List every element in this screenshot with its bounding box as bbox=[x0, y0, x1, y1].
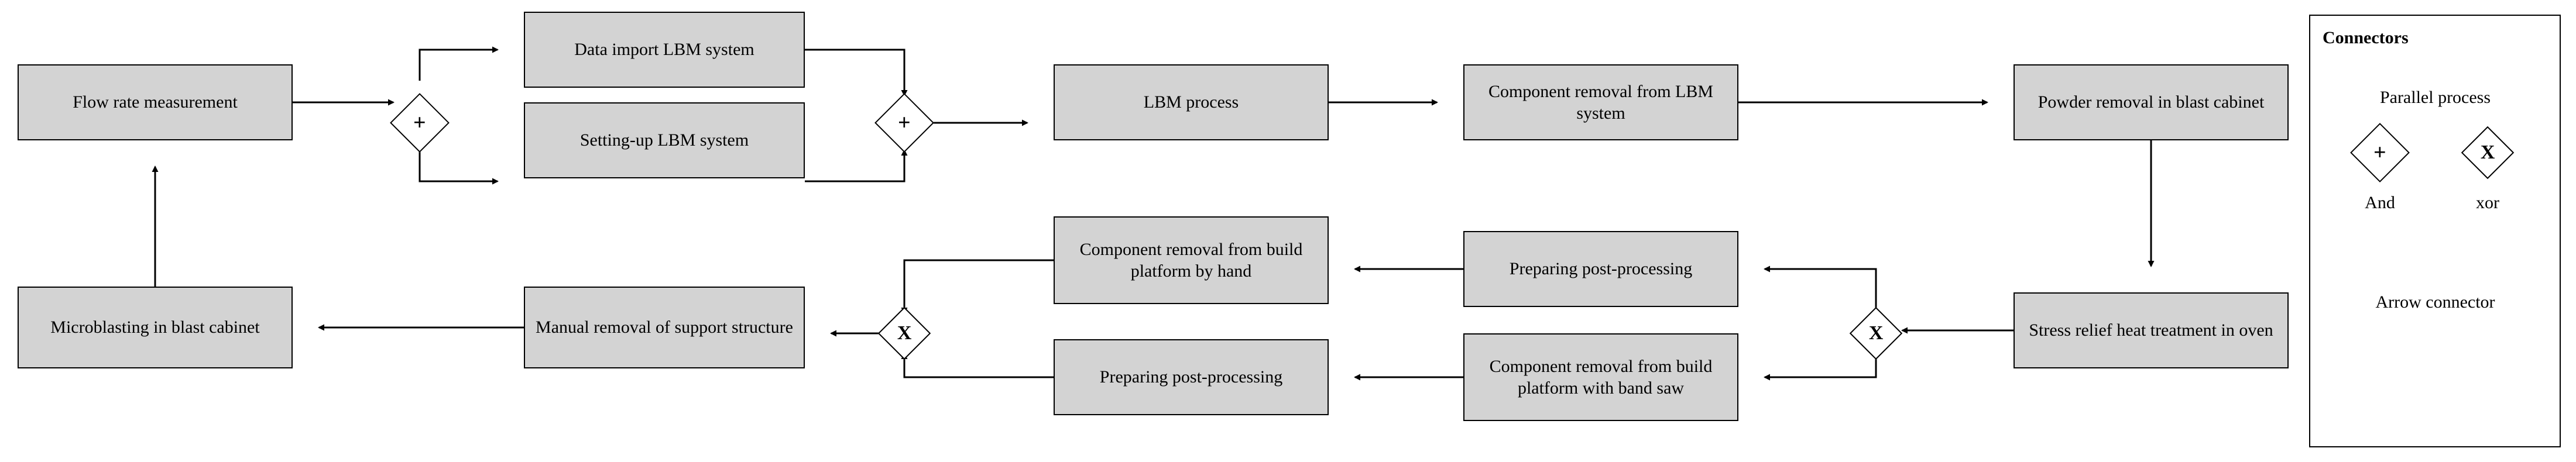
and-icon: + bbox=[2373, 140, 2386, 165]
legend-title: Connectors bbox=[2323, 28, 2409, 47]
node-label: Data import LBM system bbox=[574, 40, 754, 60]
xor-gateway-icon: X bbox=[897, 322, 912, 344]
xor-icon: X bbox=[2480, 142, 2495, 163]
edge-settingup-to-and2 bbox=[805, 149, 908, 182]
node-setting-up-lbm-system[interactable]: Setting-up LBM system bbox=[524, 102, 805, 178]
node-label: Preparing post-processing bbox=[1509, 259, 1693, 279]
legend-xor-label: xor bbox=[2476, 193, 2499, 212]
node-label: Setting-up LBM system bbox=[579, 130, 749, 150]
node-component-removal-from-build-platform-with-band-saw[interactable]: Component removal from build platform wi… bbox=[1463, 333, 1738, 421]
node-label: Preparing post-processing bbox=[1099, 367, 1283, 387]
edge-xor1-to-bandsaw bbox=[1764, 354, 1877, 381]
node-label: LBM process bbox=[1143, 92, 1239, 112]
node-label: Microblasting in blast cabinet bbox=[50, 318, 260, 337]
edge-byhand-to-xor2 bbox=[901, 259, 1054, 314]
node-preparing-post-processing-bottom[interactable]: Preparing post-processing bbox=[1054, 339, 1329, 415]
legend-parallel-process-label: Parallel process bbox=[2379, 88, 2491, 107]
node-component-removal-from-build-platform-by-hand[interactable]: Component removal from build platform by… bbox=[1054, 216, 1329, 304]
node-flow-rate-measurement[interactable]: Flow rate measurement bbox=[18, 64, 293, 140]
node-manual-removal-of-support-structure[interactable]: Manual removal of support structure bbox=[524, 287, 805, 368]
and-gateway-icon: + bbox=[413, 111, 426, 135]
node-lbm-process[interactable]: LBM process bbox=[1054, 64, 1329, 140]
node-preparing-post-processing-top[interactable]: Preparing post-processing bbox=[1463, 231, 1738, 307]
edge-dataimport-to-and2 bbox=[805, 49, 908, 96]
node-label: Powder removal in blast cabinet bbox=[2038, 92, 2265, 112]
node-label: Flow rate measurement bbox=[73, 92, 238, 112]
node-stress-relief-heat-treatment-in-oven[interactable]: Stress relief heat treatment in oven bbox=[2014, 292, 2289, 368]
edge-xor1-to-preppost-top bbox=[1764, 266, 1877, 310]
xor-gateway-icon: X bbox=[1868, 322, 1884, 344]
legend-and-label: And bbox=[2365, 193, 2395, 212]
edge-and1-to-dataimport bbox=[419, 46, 499, 81]
node-data-import-lbm-system[interactable]: Data import LBM system bbox=[524, 12, 805, 88]
edge-preppost-bottom-to-xor2 bbox=[901, 353, 1054, 378]
node-label: Stress relief heat treatment in oven bbox=[2029, 320, 2273, 340]
legend-panel bbox=[2309, 15, 2561, 447]
and-gateway-icon: + bbox=[898, 111, 911, 135]
node-label: Manual removal of support structure bbox=[536, 318, 793, 337]
node-label: Component removal from LBM system bbox=[1488, 81, 1714, 123]
edge-and1-to-settingup bbox=[419, 145, 499, 185]
node-microblasting-in-blast-cabinet[interactable]: Microblasting in blast cabinet bbox=[18, 287, 293, 368]
node-component-removal-from-lbm-system[interactable]: Component removal from LBM system bbox=[1463, 64, 1738, 140]
node-powder-removal-in-blast-cabinet[interactable]: Powder removal in blast cabinet bbox=[2014, 64, 2289, 140]
node-label: Component removal from build platform wi… bbox=[1489, 356, 1713, 398]
legend-arrow-connector-label: Arrow connector bbox=[2375, 292, 2495, 312]
node-label: Component removal from build platform by… bbox=[1079, 239, 1303, 281]
